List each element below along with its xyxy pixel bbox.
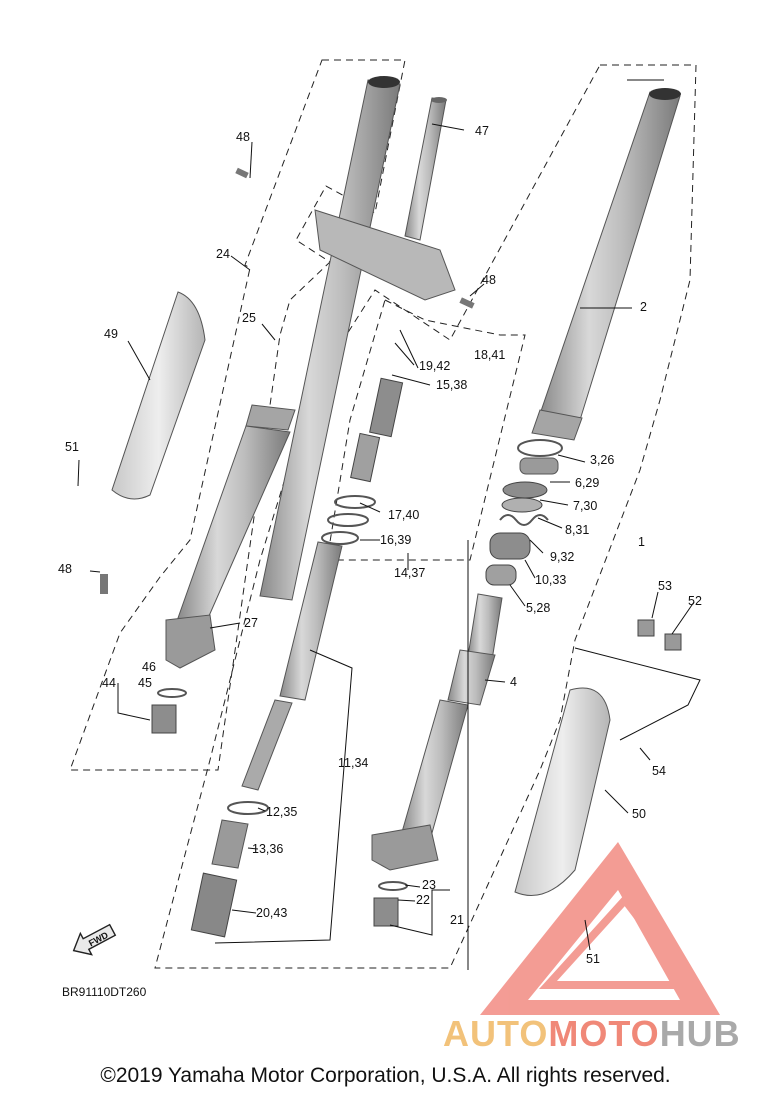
callout-53: 53 [658,579,672,593]
callout-11-34: 11,34 [338,756,368,770]
watermark-logo [480,842,720,1015]
callout-7-30: 7,30 [573,499,597,513]
callout-51-left: 51 [65,440,79,454]
leader-lines [77,79,701,970]
outer-tube-right [531,88,681,441]
callout-3-26: 3,26 [590,453,614,467]
callout-16-39: 16,39 [380,533,411,547]
callout-5-28: 5,28 [526,601,550,615]
fork-guard-left [111,291,206,500]
damper-rod-assembly [190,377,404,938]
callout-24: 24 [216,247,230,261]
callout-4: 4 [510,675,517,689]
callout-labels: 1 2 3,26 6,29 7,30 8,31 9,32 10,33 5,28 … [58,124,702,966]
seal-ring-stack [485,439,563,586]
callout-13-36: 13,36 [252,842,283,856]
callout-48-clamp: 48 [482,273,496,287]
assembly-outlines [69,59,697,969]
callout-20-43: 20,43 [256,906,287,920]
callout-18-41: 18,41 [474,348,505,362]
callout-12-35: 12,35 [266,805,297,819]
callout-17-40: 17,40 [388,508,419,522]
callout-48-top: 48 [236,130,250,144]
callout-19-42: 19,42 [419,359,450,373]
callout-48-left: 48 [58,562,72,576]
watermark-auto: AUTO [443,1013,548,1054]
callout-1: 1 [638,535,645,549]
callout-54: 54 [652,764,666,778]
fwd-arrow-icon: FWD [72,923,117,956]
callout-46: 46 [142,660,156,674]
triple-clamp [314,97,456,301]
inner-tube-right [371,593,503,871]
small-hardware [100,167,682,927]
watermark-wordmark: AUTOMOTOHUB [443,1013,741,1054]
callout-27: 27 [244,616,258,630]
callout-2: 2 [640,300,647,314]
callout-50: 50 [632,807,646,821]
callout-51-right: 51 [586,952,600,966]
copyright-notice: ©2019 Yamaha Motor Corporation, U.S.A. A… [100,1064,671,1087]
callout-21: 21 [450,913,464,927]
callout-25: 25 [242,311,256,325]
callout-47: 47 [475,124,489,138]
fork-guard-right [514,687,611,896]
outer-tube-left [165,76,401,669]
callout-44: 44 [102,676,116,690]
callout-15-38: 15,38 [436,378,467,392]
callout-49: 49 [104,327,118,341]
callout-23: 23 [422,878,436,892]
watermark-hub: HUB [660,1013,741,1054]
callout-52: 52 [688,594,702,608]
callout-22: 22 [416,893,430,907]
callout-8-31: 8,31 [565,523,589,537]
watermark-moto: MOTO [548,1013,659,1054]
diagram-code: BR91110DT260 [62,985,147,999]
callout-6-29: 6,29 [575,476,599,490]
callout-9-32: 9,32 [550,550,574,564]
callout-14-37: 14,37 [394,566,425,580]
callout-45: 45 [138,676,152,690]
callout-10-33: 10,33 [535,573,566,587]
